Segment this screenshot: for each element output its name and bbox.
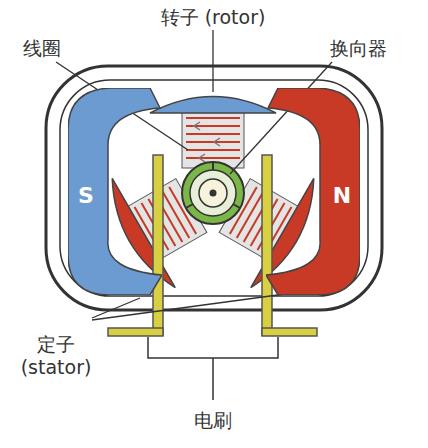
rotor — [98, 97, 328, 296]
part-name: 转子 (rotor) — [161, 6, 266, 29]
housing-inner — [60, 80, 368, 296]
brush — [108, 155, 317, 336]
part-name: 定子 (stator) — [21, 333, 92, 379]
part-name: 换向器 — [330, 37, 387, 60]
pole-letter: N — [333, 183, 351, 208]
part-name: 线圈 — [23, 37, 61, 60]
wire — [148, 337, 278, 400]
part-name: 电刷 — [194, 409, 232, 432]
magnet-outline — [68, 88, 162, 295]
housing — [46, 66, 382, 310]
magnet-pole: N — [266, 88, 360, 295]
magnet-pole: S — [68, 88, 162, 295]
pole-letter: S — [78, 183, 94, 208]
magnet-outline — [266, 88, 360, 295]
